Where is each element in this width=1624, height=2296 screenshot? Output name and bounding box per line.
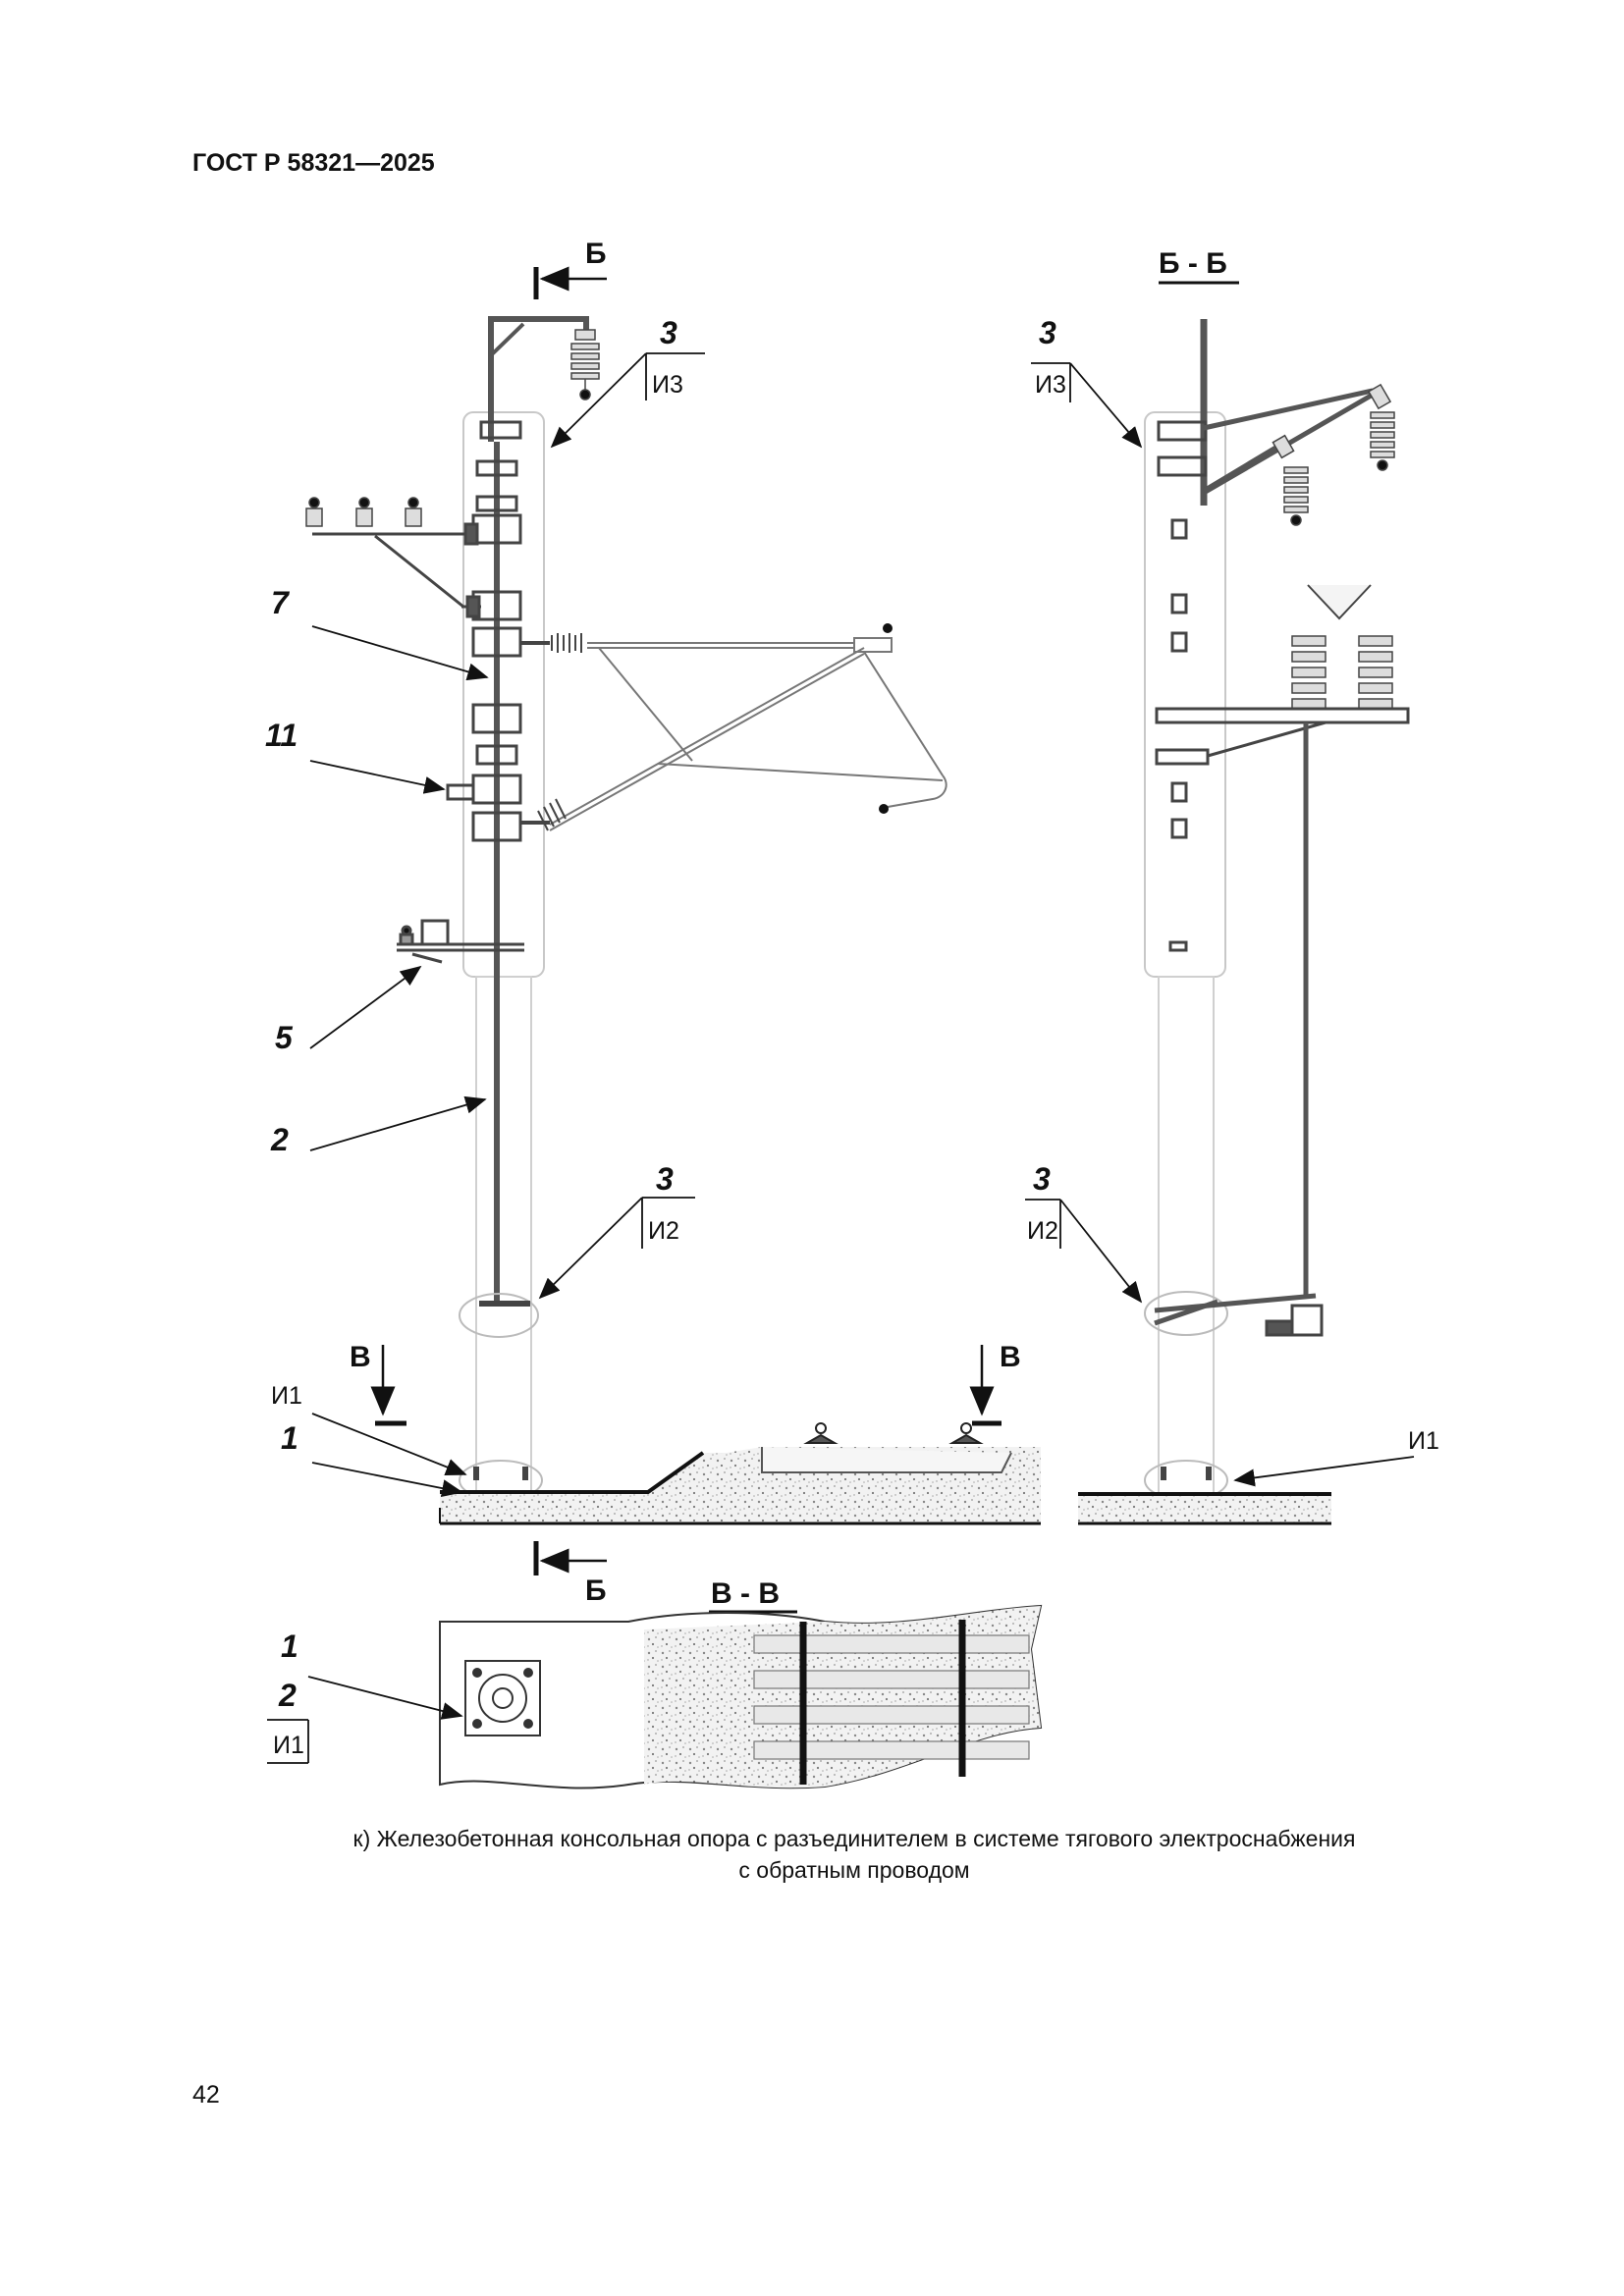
rails bbox=[799, 1620, 966, 1785]
callout-tag-i1: И1 bbox=[271, 1382, 302, 1410]
callout-plan-tag: И1 bbox=[273, 1732, 304, 1759]
callout-r3-mid: 3 bbox=[1033, 1161, 1051, 1197]
callout-tag-i2: И2 bbox=[648, 1217, 679, 1245]
pole-footprint bbox=[464, 1660, 541, 1736]
section-b-arrow-bottom: Б bbox=[533, 1541, 607, 1607]
figure-caption: к) Железобетонная консольная опора с раз… bbox=[255, 1823, 1453, 1886]
callout-11: 11 bbox=[265, 718, 298, 753]
section-b-label-top: Б bbox=[585, 238, 607, 270]
caption-line-1: к) Железобетонная консольная опора с раз… bbox=[352, 1826, 1356, 1851]
section-b-arrow-top: Б bbox=[533, 238, 607, 299]
section-b-b-view: Б - Б bbox=[1078, 247, 1410, 1525]
main-elevation: Б bbox=[305, 238, 1041, 1607]
insulator-top bbox=[570, 329, 600, 400]
callout-r-tag-i3: И3 bbox=[1035, 371, 1066, 399]
callout-7: 7 bbox=[271, 585, 291, 620]
callout-plan-2: 2 bbox=[278, 1678, 297, 1713]
section-v-v-title: В - В bbox=[711, 1577, 780, 1610]
plan-view-v-v: В - В 1 2 И1 bbox=[267, 1577, 1043, 1789]
callout-r3-top: 3 bbox=[1039, 315, 1056, 350]
feeder-crossarm bbox=[305, 497, 481, 618]
callout-3-top: 3 bbox=[660, 315, 677, 350]
right-callouts: 3 И3 3 И2 И1 bbox=[1025, 315, 1439, 1487]
callout-r-tag-i1: И1 bbox=[1408, 1427, 1439, 1455]
callout-2: 2 bbox=[270, 1122, 289, 1157]
disconnector-mount bbox=[397, 919, 524, 964]
section-v-label-right: В bbox=[1000, 1341, 1021, 1373]
callout-tag-i3: И3 bbox=[652, 371, 683, 399]
callout-3-mid: 3 bbox=[656, 1161, 674, 1197]
concrete-pole-lower bbox=[475, 976, 532, 1503]
callout-r-tag-i2: И2 bbox=[1027, 1217, 1058, 1245]
caption-line-2: с обратным проводом bbox=[738, 1857, 970, 1883]
callout-1: 1 bbox=[281, 1420, 298, 1456]
callout-5: 5 bbox=[275, 1020, 294, 1055]
callout-plan-1: 1 bbox=[281, 1629, 298, 1664]
page-number: 42 bbox=[192, 2081, 220, 2109]
document-header: ГОСТ Р 58321—2025 bbox=[192, 149, 435, 177]
cantilever bbox=[520, 623, 947, 831]
left-callouts: 3 И3 7 11 5 2 3 И2 И1 1 bbox=[265, 315, 705, 1497]
disconnector-section bbox=[1155, 584, 1410, 1296]
section-b-b-title: Б - Б bbox=[1159, 247, 1227, 280]
embankment bbox=[439, 1422, 1041, 1525]
section-v-label-left: В bbox=[350, 1341, 371, 1373]
section-b-label-bottom: Б bbox=[585, 1575, 607, 1607]
section-v-arrows: В В bbox=[350, 1341, 1021, 1426]
